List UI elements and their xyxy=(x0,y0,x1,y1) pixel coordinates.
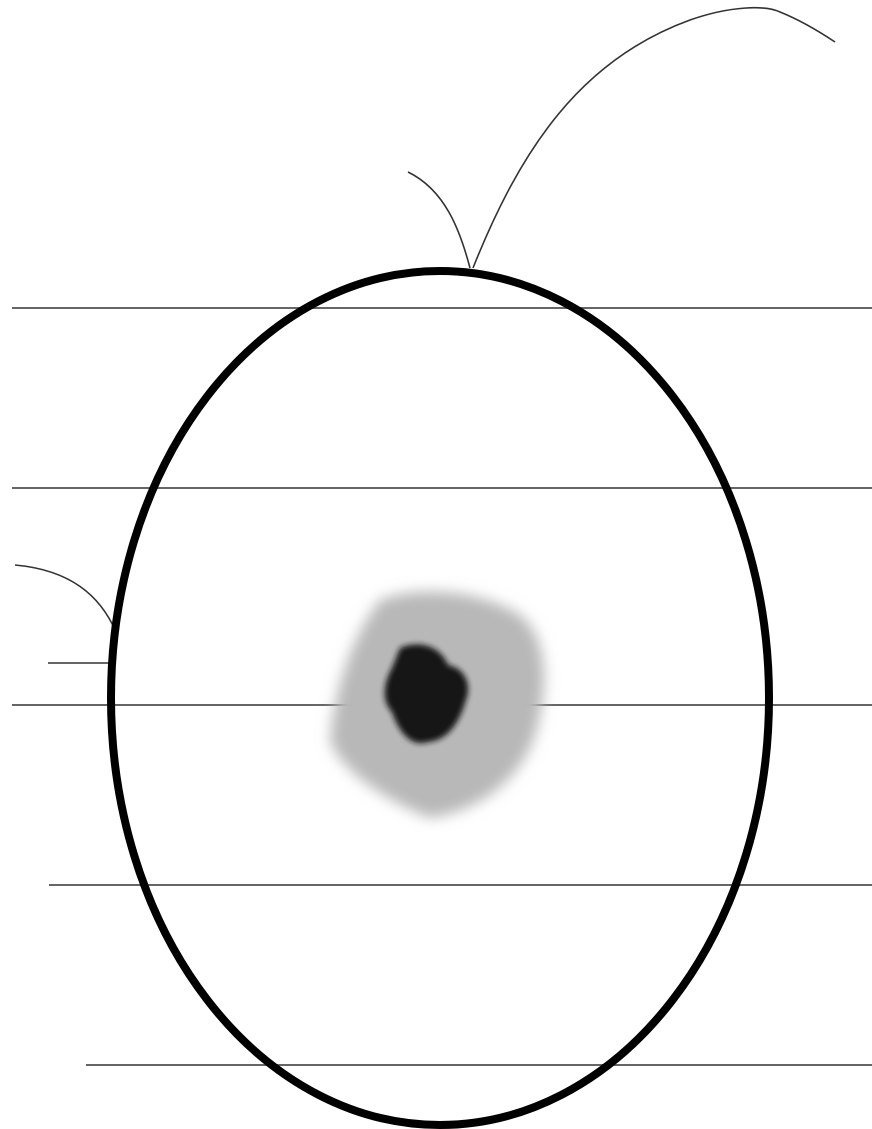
central-spot xyxy=(330,592,544,818)
curve-left xyxy=(15,565,116,632)
curve-top-small xyxy=(408,172,470,268)
curve-top-large xyxy=(473,8,835,268)
